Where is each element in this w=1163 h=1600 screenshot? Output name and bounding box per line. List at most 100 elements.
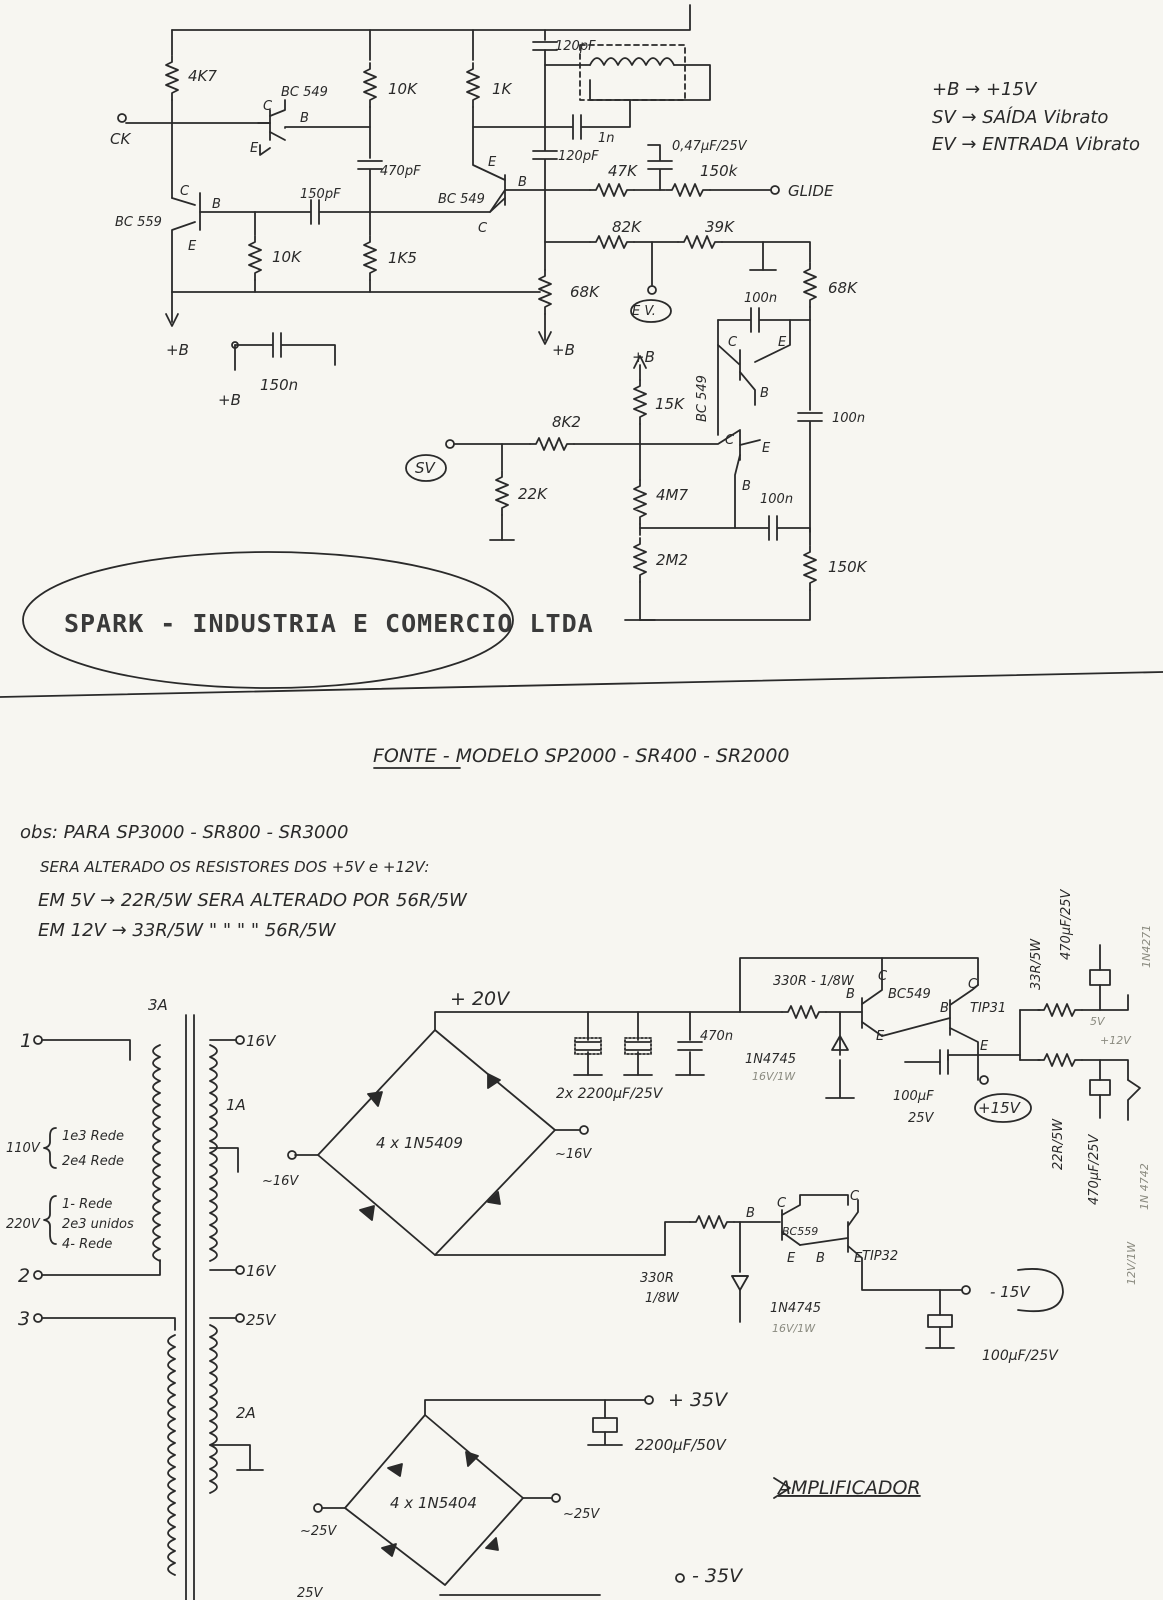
legend-line-2: SV → SAÍDA Vibrato — [932, 106, 1108, 128]
label-q4: BC 549 — [695, 375, 710, 422]
label-plus-b-3: +B — [632, 348, 655, 366]
label-sec1-current: 1A — [226, 1096, 246, 1114]
label-r-22k: 22K — [518, 485, 548, 503]
label-c-100uf-top-v: 25V — [908, 1111, 935, 1126]
pin-q1-c: C — [263, 99, 273, 114]
label-r-68k-b: 68K — [828, 279, 858, 297]
legend: +B → +15V SV → SAÍDA Vibrato EV → ENTRAD… — [932, 79, 1140, 155]
label-r-330r-bot: 330R — [640, 1271, 674, 1286]
label-q-tip31: TIP31 — [970, 1001, 1006, 1016]
label-plus12: +12V — [1100, 1034, 1132, 1047]
stamp-text: SPARK - INDUSTRIA E COMERCIO LTDA — [64, 609, 594, 638]
label-c-047: 0,47µF/25V — [672, 139, 748, 154]
label-filter-caps: 2x 2200µF/25V — [556, 1086, 664, 1102]
pin-tip32-e: E — [854, 1251, 863, 1266]
pin-q1-b: B — [300, 111, 309, 126]
label-plus20: + 20V — [450, 988, 511, 1010]
label-c-470pf: 470pF — [380, 164, 421, 179]
sv-node-circle — [405, 454, 447, 482]
label-c-1n: 1n — [598, 131, 615, 146]
brace-110 — [43, 1127, 57, 1169]
label-z-bot: 1N4745 — [770, 1301, 821, 1316]
pin-bc559-e: E — [787, 1251, 796, 1266]
label-ac25-right: ~25V — [563, 1507, 600, 1522]
label-mains-220-c: 4- Rede — [62, 1237, 112, 1252]
pin-bc559-c: C — [777, 1196, 787, 1211]
pin-q2-e: E — [188, 239, 197, 254]
label-pin-1: 1 — [20, 1030, 32, 1052]
note-line-1: obs: PARA SP3000 - SR800 - SR3000 — [20, 822, 348, 843]
label-plus-b-4: +B — [218, 391, 241, 409]
label-r-10k-b: 10K — [272, 248, 302, 266]
label-r-4m7: 4M7 — [656, 486, 688, 504]
label-c-120pf-a: 120pF — [555, 39, 596, 54]
label-c-100uf-top: 100µF — [893, 1089, 934, 1104]
label-mains-110-b: 2e4 Rede — [62, 1154, 124, 1169]
label-r-1k: 1K — [492, 80, 513, 98]
label-rating-right: 12V/1W — [1125, 1241, 1138, 1285]
pin-q3-c: C — [478, 221, 488, 236]
plus15-circle — [974, 1093, 1032, 1123]
label-plus35: + 35V — [668, 1389, 729, 1411]
amp-arrow — [773, 1477, 791, 1499]
label-r-22r: 22R/5W — [1051, 1118, 1066, 1170]
label-tap-25v: 25V — [246, 1311, 277, 1329]
label-r-47k: 47K — [608, 162, 638, 180]
negative-regulator — [664, 1194, 971, 1349]
label-ev: E V. — [632, 304, 656, 319]
pin-tip31-c: C — [968, 977, 978, 992]
pin-bc549-c: C — [878, 969, 888, 984]
positive-regulator — [573, 944, 1141, 1121]
pin-q4a-c: C — [728, 335, 738, 350]
label-c-100uf-bot: 100µF/25V — [982, 1348, 1059, 1364]
label-pin-2: 2 — [18, 1265, 30, 1287]
label-c-470n: 470n — [700, 1029, 733, 1044]
label-r-150k-a: 150k — [700, 162, 739, 180]
label-z-top-note: 16V/1W — [752, 1070, 796, 1083]
label-fuse-3a: 3A — [148, 996, 168, 1014]
pin-q1-e: E — [250, 141, 259, 156]
company-stamp: SPARK - INDUSTRIA E COMERCIO LTDA — [22, 551, 594, 689]
label-plus5: 5V — [1090, 1015, 1106, 1028]
label-r-330r-bot-w: 1/8W — [645, 1291, 680, 1306]
pin-tip31-e: E — [980, 1039, 989, 1054]
label-glide: GLIDE — [788, 182, 834, 200]
label-c-150n: 150n — [260, 376, 298, 394]
transformer — [33, 1014, 264, 1600]
label-r-2m2: 2M2 — [656, 551, 688, 569]
label-sv: SV — [415, 459, 437, 477]
ev-node-circle — [630, 299, 672, 323]
label-ac16-right: ~16V — [555, 1147, 592, 1162]
label-sec2-current: 2A — [236, 1404, 256, 1422]
negative-regulator-labels: 330R 1/8W BC559 TIP32 1N4745 16V/1W - 15… — [640, 969, 1064, 1364]
label-pin-3: 3 — [18, 1308, 30, 1330]
label-z-top: 1N4745 — [745, 1052, 796, 1067]
label-r-4k7: 4K7 — [188, 67, 217, 85]
label-c-100n-b: 100n — [832, 411, 865, 426]
label-bridge-1: 4 x 1N5409 — [376, 1134, 463, 1152]
label-ck: CK — [110, 130, 131, 148]
label-d-top-right: 1N4271 — [1140, 925, 1153, 968]
bridge-rectifier-1 — [287, 1011, 741, 1256]
psu-notes: obs: PARA SP3000 - SR800 - SR3000 SERA A… — [20, 822, 468, 941]
label-q-bc559: BC559 — [782, 1225, 818, 1238]
label-c-2200uf-50: 2200µF/50V — [635, 1436, 727, 1454]
label-q1: BC 549 — [281, 85, 328, 100]
legend-line-1: +B → +15V — [932, 79, 1038, 100]
brace-220 — [43, 1195, 57, 1245]
pin-bc559-b: B — [746, 1206, 755, 1221]
label-r-68k-a: 68K — [570, 283, 600, 301]
label-tap-16v-bot: 16V — [246, 1262, 277, 1280]
label-c-470uf-b: 470µF/25V — [1087, 1134, 1102, 1205]
pin-q4b-b: B — [742, 479, 751, 494]
pin-q4b-e: E — [762, 441, 771, 456]
label-r-33r: 33R/5W — [1029, 938, 1044, 990]
label-c-150pf: 150pF — [300, 187, 341, 202]
label-r-150k-b: 150K — [828, 558, 868, 576]
label-bottom-partial: 25V — [297, 1586, 324, 1600]
label-mains-220-b: 2e3 unidos — [62, 1217, 134, 1232]
pin-q2-b: B — [212, 197, 221, 212]
label-amplificador: AMPLIFICADOR — [776, 1477, 921, 1499]
bridge-rectifier-2 — [313, 1395, 685, 1596]
